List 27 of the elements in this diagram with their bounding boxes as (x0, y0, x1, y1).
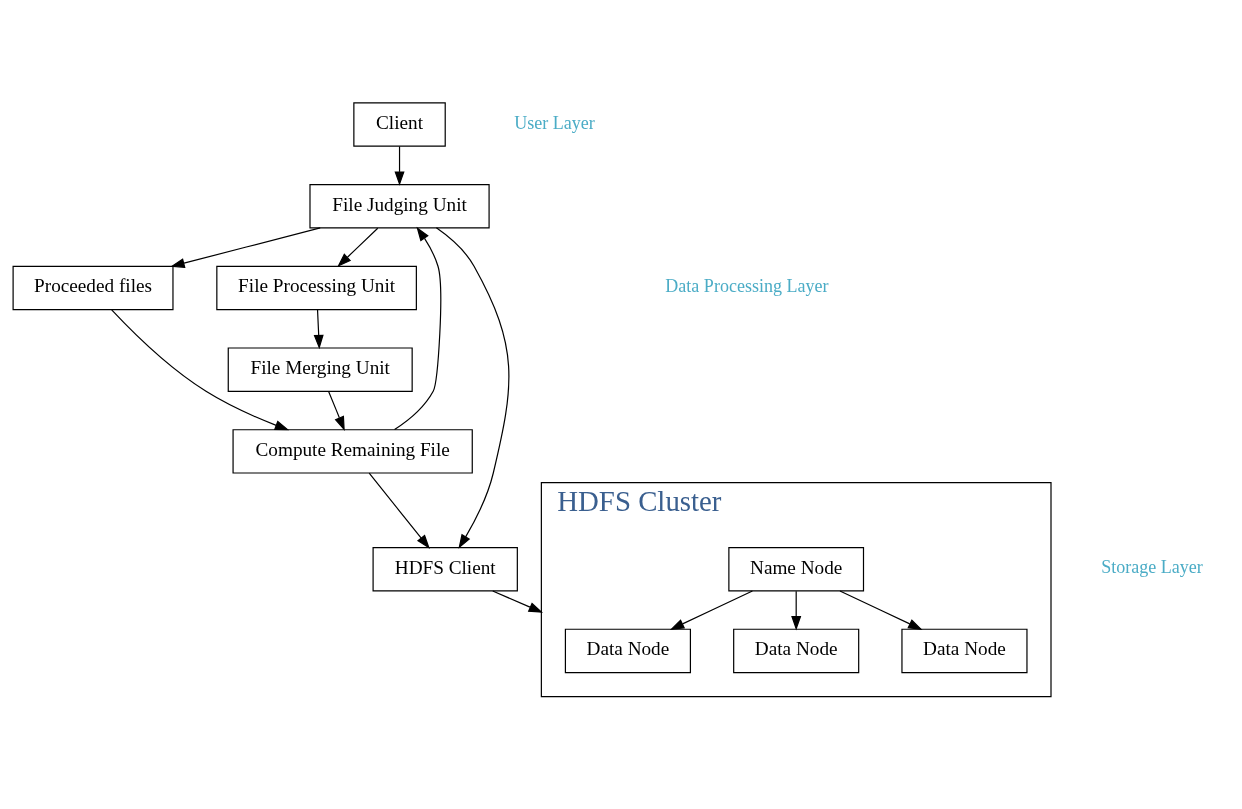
node-box: Name Node (728, 546, 865, 592)
arrow (313, 309, 324, 350)
node-box: HDFS Client (372, 546, 518, 592)
arrow (839, 590, 923, 630)
node-box: File Processing Unit (216, 265, 417, 311)
arrow (328, 391, 345, 431)
label: Data Processing Layer (665, 276, 829, 297)
node-box: Data Node (564, 628, 691, 674)
arrow (669, 590, 753, 630)
arrow (170, 227, 321, 268)
label: User Layer (514, 112, 595, 133)
node-box: File Judging Unit (309, 183, 490, 229)
label: Storage Layer (1101, 557, 1203, 578)
node-box: Data Node (733, 628, 860, 674)
node-box: Client (353, 102, 446, 147)
arrow (368, 472, 430, 549)
arrow (492, 590, 544, 613)
arrow (394, 145, 405, 186)
arrow (337, 227, 379, 267)
node-box: File Merging Unit (227, 347, 413, 392)
arrow (393, 226, 442, 431)
node-box: Data Node (901, 628, 1028, 674)
arrow (111, 309, 290, 431)
arrow (791, 590, 802, 631)
arrow (435, 227, 510, 549)
node-box: Proceeded files (12, 265, 174, 311)
node-box: Compute Remaining File (232, 429, 473, 474)
